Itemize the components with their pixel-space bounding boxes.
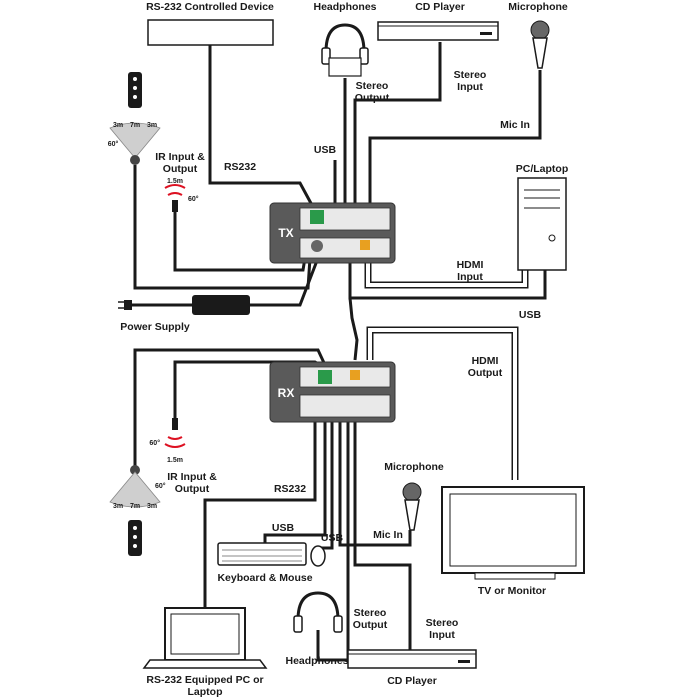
power-cable-2 bbox=[250, 257, 320, 307]
rs232-top-label: RS232 bbox=[224, 161, 256, 173]
headphones-bot-icon bbox=[293, 591, 343, 633]
ir-bot-label-2: Output bbox=[175, 483, 210, 495]
headphones-cable-bot bbox=[316, 420, 350, 662]
ir-eye-top-icon bbox=[164, 184, 186, 212]
cdplayer-bot-label: CD Player bbox=[387, 675, 437, 687]
hdmi-output-cable-inner bbox=[368, 328, 517, 480]
cdplayer-cable-bot bbox=[353, 420, 412, 650]
mic-in-bot-label: Mic In bbox=[373, 529, 403, 541]
stereo-output-bot-label-2: Output bbox=[353, 619, 388, 631]
stereo-input-bot-label-2: Input bbox=[429, 629, 455, 641]
ir-bot-angle: 60° bbox=[155, 482, 166, 490]
stereo-input-bot-label-1: Stereo bbox=[426, 617, 459, 629]
ir-cable-bot-a bbox=[133, 348, 327, 470]
usb-bot-label-2: USB bbox=[321, 532, 344, 544]
cdplayer-top-label: CD Player bbox=[415, 1, 465, 13]
ir-top-dist-left: 3m bbox=[113, 122, 123, 129]
ir-top-eye-angle: 60° bbox=[188, 195, 199, 203]
microphone-bot-icon bbox=[402, 482, 422, 531]
rs232-bot-label: RS232 bbox=[274, 483, 306, 495]
mic-cable-top bbox=[368, 70, 542, 208]
ir-fan-top bbox=[109, 122, 161, 165]
stereo-input-top-label-2: Input bbox=[457, 81, 483, 93]
ir-eye-bot-icon bbox=[164, 418, 186, 448]
remote-top-icon bbox=[128, 72, 142, 108]
tv-monitor-label: TV or Monitor bbox=[478, 585, 546, 597]
ir-bot-dist-mid: 7m bbox=[130, 503, 140, 510]
tv-monitor-icon bbox=[441, 486, 585, 580]
ir-top-eye-dist: 1.5m bbox=[167, 178, 183, 185]
stereo-output-top-label-1: Stereo bbox=[356, 80, 389, 92]
rx-label: RX bbox=[278, 386, 295, 400]
tx-label: TX bbox=[278, 226, 293, 240]
mic-in-top-label: Mic In bbox=[500, 119, 530, 131]
ir-top-label-2: Output bbox=[163, 163, 198, 175]
hdmi-output-label-2: Output bbox=[468, 367, 503, 379]
keyboard-icon bbox=[217, 542, 307, 566]
ir-top-dist-mid: 7m bbox=[130, 122, 140, 129]
hdmi-input-label-2: Input bbox=[457, 271, 483, 283]
pc-laptop-label: PC/Laptop bbox=[516, 163, 569, 175]
headphones-top-icon bbox=[321, 23, 369, 77]
cdplayer-bot-icon bbox=[347, 649, 477, 669]
ir-top-dist-right: 3m bbox=[147, 122, 157, 129]
ir-bot-eye-angle: 60° bbox=[149, 439, 160, 447]
rs232-pc-label-1: RS-232 Equipped PC or bbox=[146, 674, 263, 686]
usb-cable-keyboard bbox=[263, 420, 327, 545]
ir-bot-label-1: IR Input & bbox=[167, 471, 217, 483]
hdmi-output-label-1: HDMI bbox=[472, 355, 499, 367]
microphone-top-label: Microphone bbox=[508, 1, 568, 13]
stereo-input-top-label-1: Stereo bbox=[454, 69, 487, 81]
keyboard-mouse-label: Keyboard & Mouse bbox=[217, 572, 312, 584]
ir-bot-dist-right: 3m bbox=[147, 503, 157, 510]
ir-bot-dist-left: 3m bbox=[113, 503, 123, 510]
ir-fan-bot bbox=[109, 465, 161, 508]
stereo-output-bot-label-1: Stereo bbox=[354, 607, 387, 619]
mouse-icon bbox=[310, 545, 326, 567]
cables bbox=[130, 42, 547, 662]
hdmi-input-cable-inner bbox=[366, 258, 527, 287]
remote-bot-icon bbox=[128, 520, 142, 556]
microphone-top-icon bbox=[530, 20, 550, 69]
link-cable bbox=[348, 297, 359, 361]
headphones-top-label: Headphones bbox=[313, 1, 376, 13]
pc-tower-icon bbox=[517, 177, 567, 271]
rs232-cable-top bbox=[208, 45, 315, 208]
ir-top-angle: 60° bbox=[108, 140, 119, 148]
microphone-bot-label: Microphone bbox=[384, 461, 444, 473]
power-supply-label: Power Supply bbox=[120, 321, 190, 333]
ir-top-label-1: IR Input & bbox=[155, 151, 205, 163]
usb-top-label: USB bbox=[314, 144, 337, 156]
ir-cable-top-b bbox=[173, 212, 307, 272]
hdmi-input-label-1: HDMI bbox=[457, 259, 484, 271]
usb-bot-label-1: USB bbox=[272, 522, 295, 534]
usb-cable-mid bbox=[348, 258, 547, 300]
rs232-pc-label-2: Laptop bbox=[188, 686, 223, 698]
mic-cable-bot bbox=[338, 420, 412, 547]
usb-mid-label: USB bbox=[519, 309, 542, 321]
ir-bot-eye-dist: 1.5m bbox=[167, 457, 183, 464]
ir-cable-top-a bbox=[133, 165, 312, 290]
headphones-bot-label: Headphones bbox=[285, 655, 348, 667]
rs232-device-label: RS-232 Controlled Device bbox=[146, 1, 274, 13]
cdplayer-top-icon bbox=[377, 21, 499, 41]
rs232-device bbox=[147, 19, 274, 46]
power-supply-icon bbox=[118, 295, 250, 315]
rx-unit bbox=[269, 361, 396, 423]
tx-unit bbox=[269, 202, 396, 264]
stereo-output-top-label-2: Output bbox=[355, 92, 390, 104]
laptop-icon bbox=[142, 607, 268, 669]
cdplayer-cable-top bbox=[353, 42, 442, 208]
rs232-cable-bot bbox=[203, 420, 317, 610]
